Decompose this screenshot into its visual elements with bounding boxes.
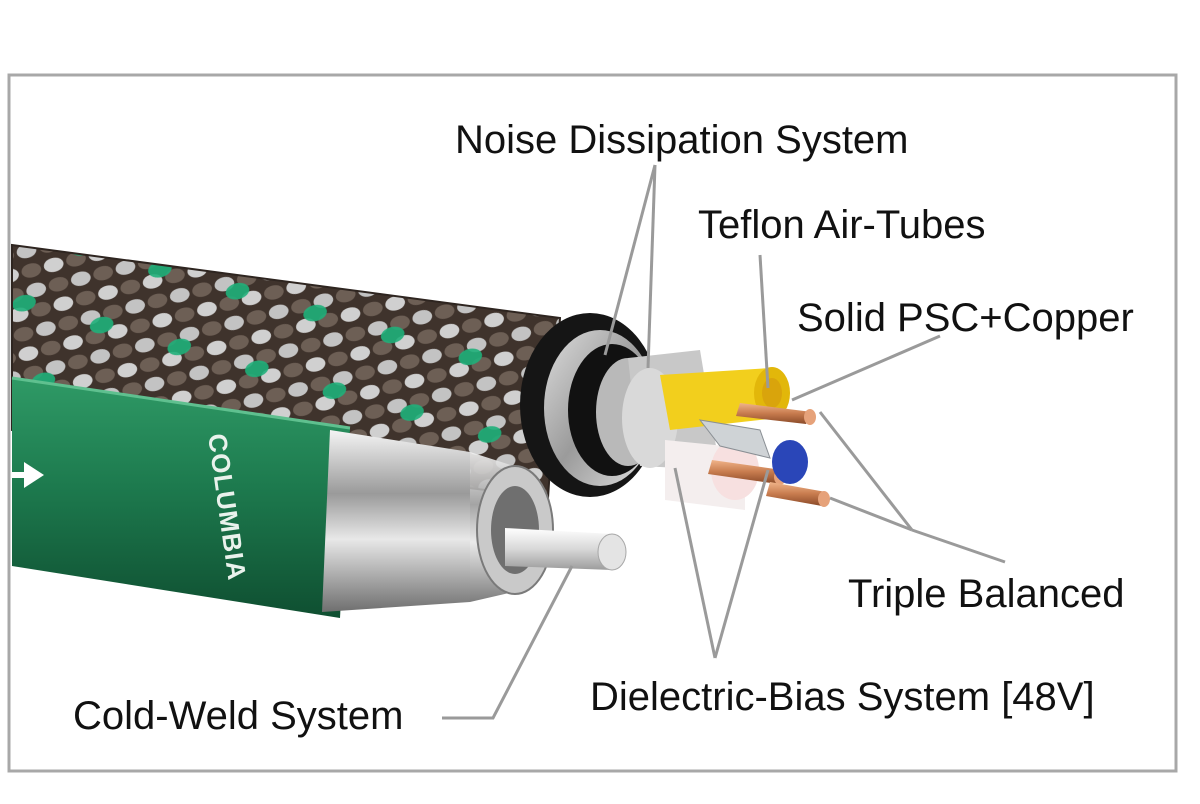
leader-noise-1 bbox=[603, 164, 657, 356]
label-noise-dissipation: Noise Dissipation System bbox=[455, 118, 909, 162]
leader-lines bbox=[442, 164, 1006, 720]
leader-teflon bbox=[758, 254, 770, 389]
leader-triple-1 bbox=[818, 411, 914, 531]
leader-dielectric-2 bbox=[713, 469, 770, 659]
leader-triple-2 bbox=[829, 496, 913, 532]
leader-coldweld bbox=[442, 565, 574, 720]
conductor-blue bbox=[766, 440, 830, 507]
leader-dielectric-1 bbox=[673, 467, 717, 659]
right-arrow-icon bbox=[12, 462, 44, 488]
conductor-white bbox=[665, 440, 786, 510]
drain-foil bbox=[698, 419, 771, 459]
frame-border bbox=[7, 73, 1178, 773]
label-triple-balanced: Triple Balanced bbox=[848, 572, 1124, 616]
leader-noise-2 bbox=[646, 164, 657, 369]
conductor-yellow bbox=[660, 367, 816, 430]
leader-triple-3 bbox=[911, 528, 1006, 564]
leader-psc bbox=[791, 334, 941, 402]
label-cold-weld: Cold-Weld System bbox=[73, 694, 403, 738]
rca-connector bbox=[11, 376, 627, 618]
label-solid-psc-copper: Solid PSC+Copper bbox=[797, 296, 1134, 340]
label-dielectric-bias: Dielectric-Bias System [48V] bbox=[590, 675, 1095, 719]
label-teflon-air-tubes: Teflon Air-Tubes bbox=[698, 203, 986, 247]
